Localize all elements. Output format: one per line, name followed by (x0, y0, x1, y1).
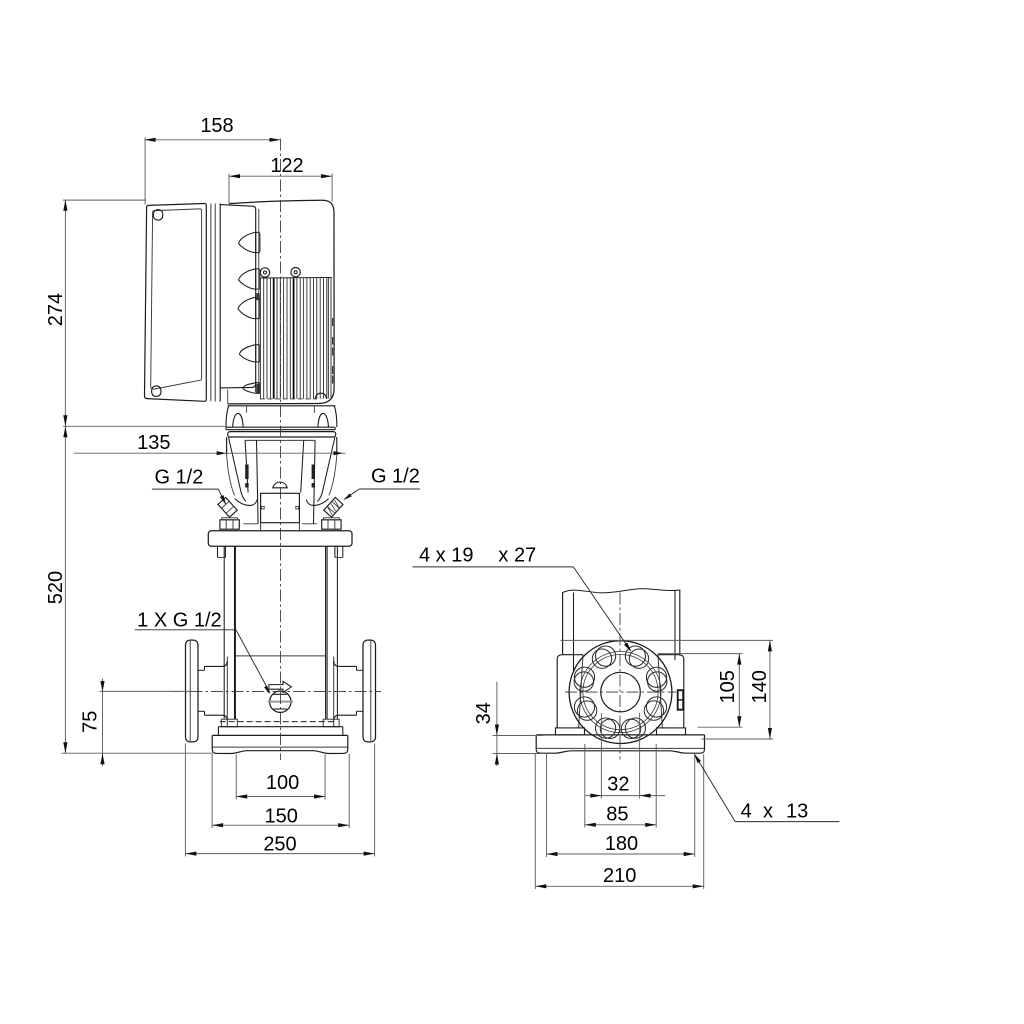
svg-text:85: 85 (606, 803, 628, 825)
svg-text:G 1/2: G 1/2 (371, 466, 420, 488)
svg-text:520: 520 (45, 571, 67, 604)
svg-text:140: 140 (749, 670, 771, 703)
svg-text:x: x (763, 800, 773, 822)
svg-text:100: 100 (266, 772, 299, 794)
svg-text:32: 32 (607, 774, 629, 796)
svg-text:158: 158 (200, 115, 233, 137)
svg-text:x 27: x 27 (498, 545, 536, 567)
svg-text:210: 210 (603, 865, 636, 887)
svg-text:4: 4 (741, 800, 752, 822)
svg-text:135: 135 (137, 432, 170, 454)
svg-text:4 x 19: 4 x 19 (419, 545, 473, 567)
svg-text:1 X G 1/2: 1 X G 1/2 (137, 610, 222, 632)
svg-text:250: 250 (263, 834, 296, 856)
svg-text:75: 75 (80, 711, 102, 733)
svg-text:150: 150 (265, 806, 298, 828)
svg-text:180: 180 (605, 833, 638, 855)
svg-text:13: 13 (786, 800, 808, 822)
svg-text:274: 274 (45, 293, 67, 326)
svg-text:122: 122 (270, 155, 303, 177)
svg-text:105: 105 (717, 670, 739, 703)
svg-text:34: 34 (473, 702, 495, 724)
svg-text:G 1/2: G 1/2 (154, 466, 203, 488)
